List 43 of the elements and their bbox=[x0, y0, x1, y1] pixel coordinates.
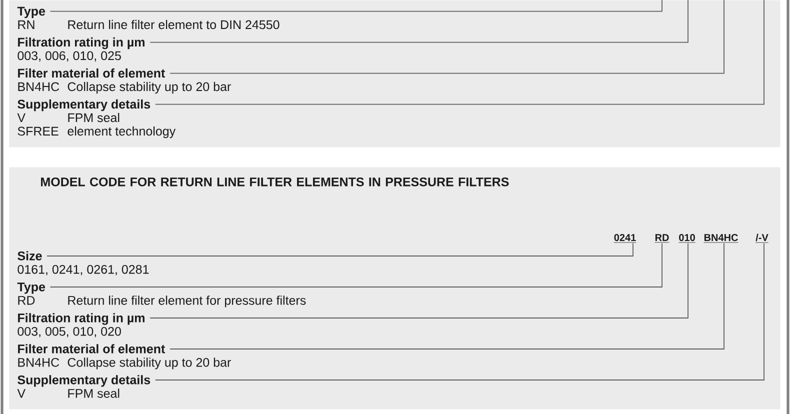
field-heading: Filtration rating in µm bbox=[18, 37, 144, 50]
option-description: element technology bbox=[68, 126, 176, 138]
field-heading: Filtration rating in µm bbox=[18, 313, 144, 325]
leader-line bbox=[150, 0, 688, 43]
option-description: FPM seal bbox=[68, 388, 120, 398]
field-heading: Filter material of element bbox=[18, 68, 165, 78]
option-code: RN bbox=[18, 20, 34, 29]
field-heading: Size bbox=[18, 251, 42, 260]
option-description: Return line filter element to DIN 24550 bbox=[68, 20, 280, 30]
code-segment: 010 bbox=[678, 234, 696, 243]
leader-line bbox=[170, 0, 724, 74]
option-code: V bbox=[17, 389, 26, 398]
option-description: Return line filter element for pressure filters bbox=[68, 296, 306, 308]
panel-heading: MODEL CODE FOR RETURN LINE FILTER ELEMENTS IN PRESSURE FILTERS bbox=[41, 177, 509, 186]
leader-line bbox=[50, 0, 662, 12]
panel bbox=[9, 167, 780, 410]
option-code: BN4HC bbox=[18, 358, 60, 367]
field-heading: Supplementary details bbox=[18, 99, 150, 112]
field-heading: Type bbox=[17, 282, 46, 294]
option-code: BN4HC bbox=[18, 82, 60, 92]
panel bbox=[9, 0, 780, 148]
option-description: Collapse stability up to 20 bar bbox=[68, 358, 231, 370]
code-segment: /-V bbox=[755, 234, 769, 243]
option-description: FPM seal bbox=[68, 112, 120, 122]
option-code: V bbox=[17, 113, 26, 122]
option-description: Collapse stability up to 20 bar bbox=[68, 82, 231, 94]
leader-line bbox=[154, 242, 764, 380]
leader-line bbox=[50, 242, 662, 288]
leader-line bbox=[150, 242, 688, 318]
leader-line bbox=[154, 0, 764, 105]
option-code: RD bbox=[18, 296, 35, 305]
option-code: SFREE bbox=[18, 126, 58, 136]
code-segment: RD bbox=[654, 234, 670, 243]
leader-line bbox=[46, 242, 634, 256]
field-heading: Filter material of element bbox=[18, 344, 165, 354]
value-list: 003, 005, 010, 020 bbox=[18, 326, 121, 338]
leader-line bbox=[170, 242, 724, 350]
value-list: 0161, 0241, 0261, 0281 bbox=[18, 264, 149, 276]
code-segment: BN4HC bbox=[704, 234, 738, 243]
field-heading: Type bbox=[17, 6, 46, 18]
code-segment: 0241 bbox=[614, 234, 636, 243]
field-heading: Supplementary details bbox=[18, 375, 150, 387]
value-list: 003, 006, 010, 025 bbox=[18, 51, 121, 62]
